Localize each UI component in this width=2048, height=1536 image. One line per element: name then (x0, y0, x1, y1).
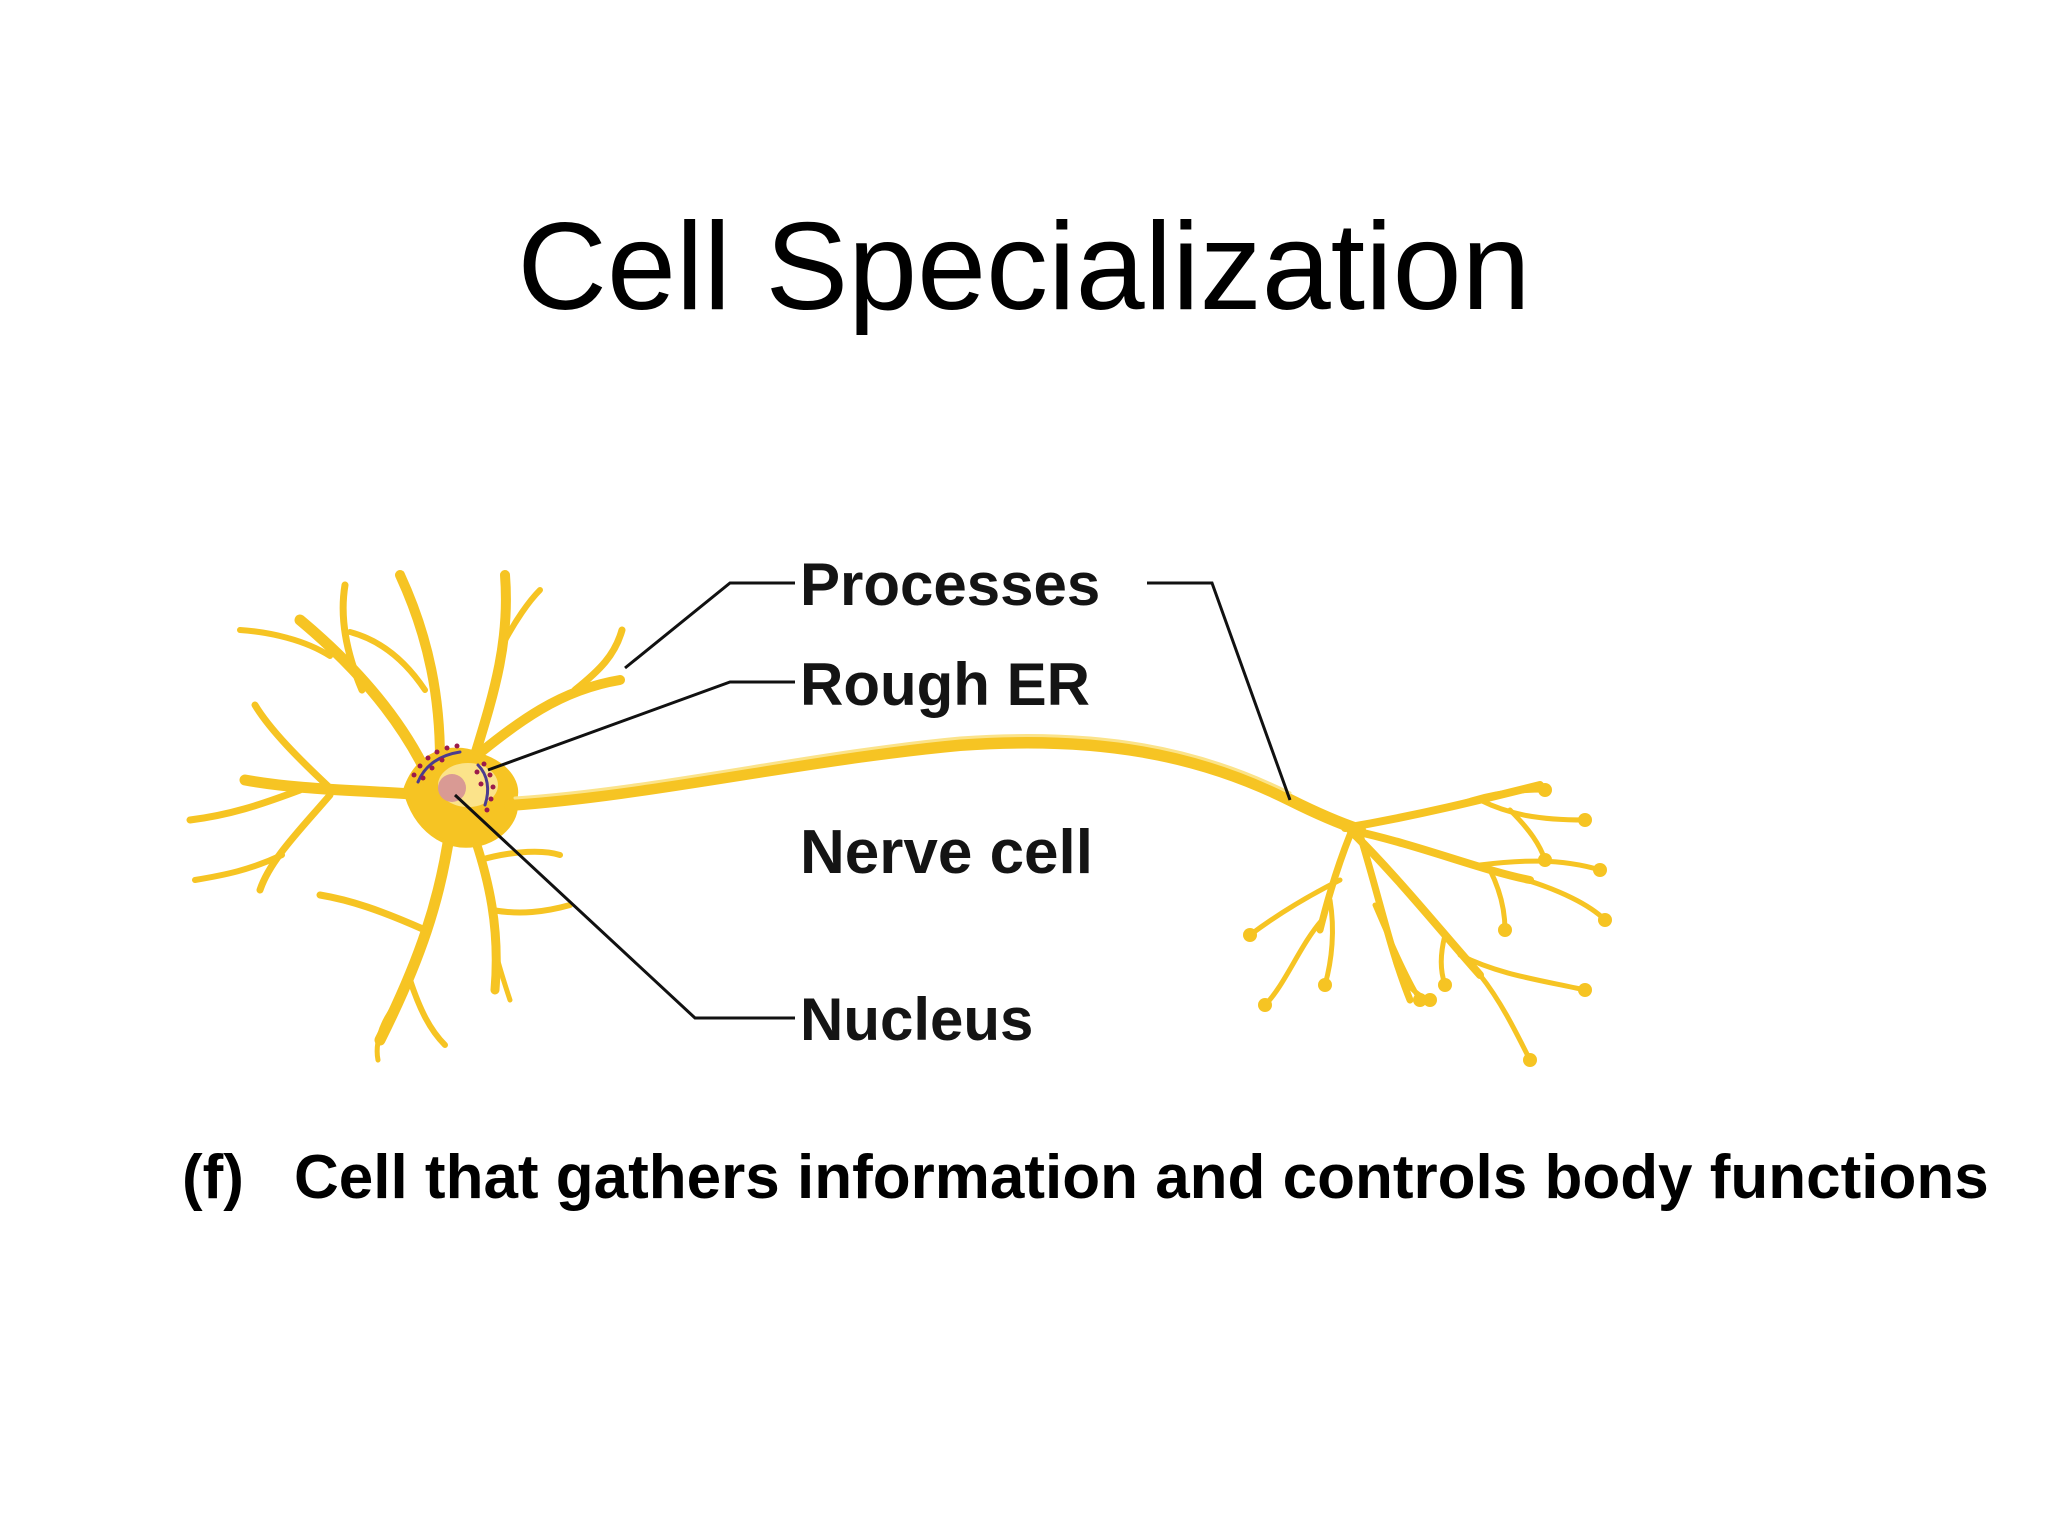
label-processes: Processes (800, 551, 1100, 618)
caption-marker: (f) (182, 1143, 244, 1212)
nucleus (438, 774, 466, 802)
terminal-knobs (1243, 783, 1612, 1067)
label-rough-er: Rough ER (800, 651, 1090, 718)
leader-line-rough-er (487, 680, 795, 772)
leader-line-nucleus (453, 793, 795, 1020)
label-nerve-cell: Nerve cell (800, 818, 1093, 887)
nerve-cell-illustration (186, 570, 1612, 1067)
dendrites (186, 570, 626, 1063)
leader-line-processes-right (1147, 581, 1292, 801)
rough-er (411, 743, 496, 813)
leader-line-processes-left (624, 581, 795, 670)
axon-terminals (1247, 781, 1608, 1063)
leader-lines (453, 581, 1292, 1020)
caption-text: Cell that gathers information and contro… (294, 1143, 1989, 1212)
slide-title: Cell Specialization (517, 198, 1531, 336)
label-nucleus: Nucleus (800, 986, 1033, 1053)
figure-caption: (f) Cell that gathers information and co… (182, 1138, 2002, 1218)
axon (504, 736, 1366, 836)
